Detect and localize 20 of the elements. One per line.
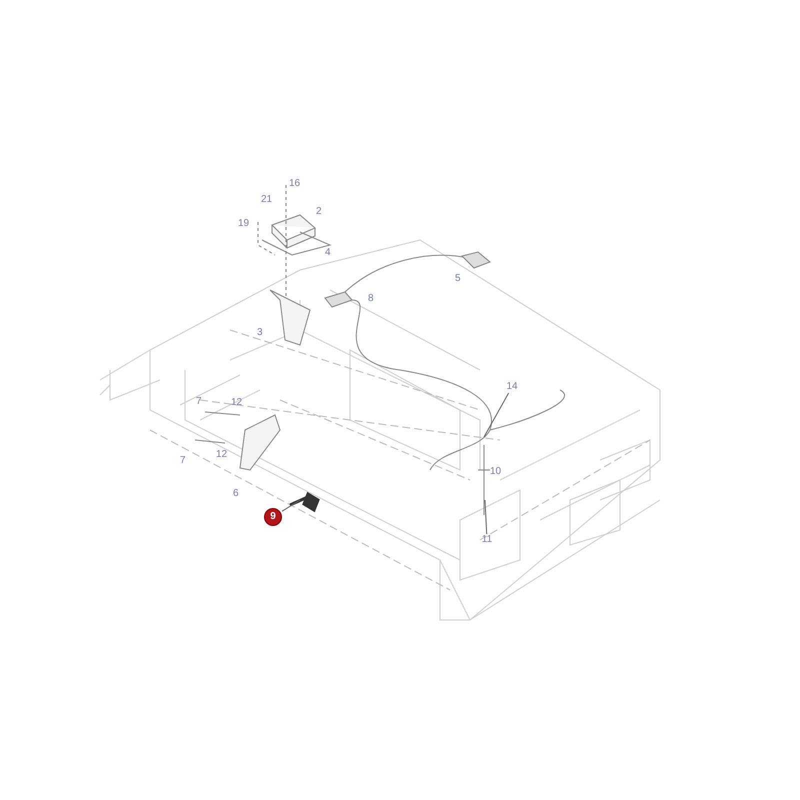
callout-number: 7 [196, 396, 202, 408]
callout-number: 16 [289, 178, 300, 190]
callout-number: 12 [216, 449, 228, 461]
callout-number: 8 [368, 293, 374, 305]
callout-number: 21 [261, 194, 272, 206]
callout-number: 14 [504, 381, 520, 393]
callout-number: 19 [238, 218, 250, 230]
leader-line [282, 500, 300, 512]
callout-number: 11 [479, 534, 495, 546]
leader-line [484, 500, 488, 534]
callout-number: 6 [233, 488, 239, 500]
callout-number: 12 [231, 397, 242, 409]
callout-number: 5 [455, 273, 461, 285]
leader-line [484, 392, 510, 438]
callout-number: 4 [325, 247, 331, 259]
callout-number: 7 [180, 455, 186, 467]
callout-number: 9 [264, 508, 282, 526]
callout-number: 3 [257, 327, 263, 339]
callout-number: 2 [316, 206, 322, 218]
callout-number: 10 [490, 466, 502, 478]
